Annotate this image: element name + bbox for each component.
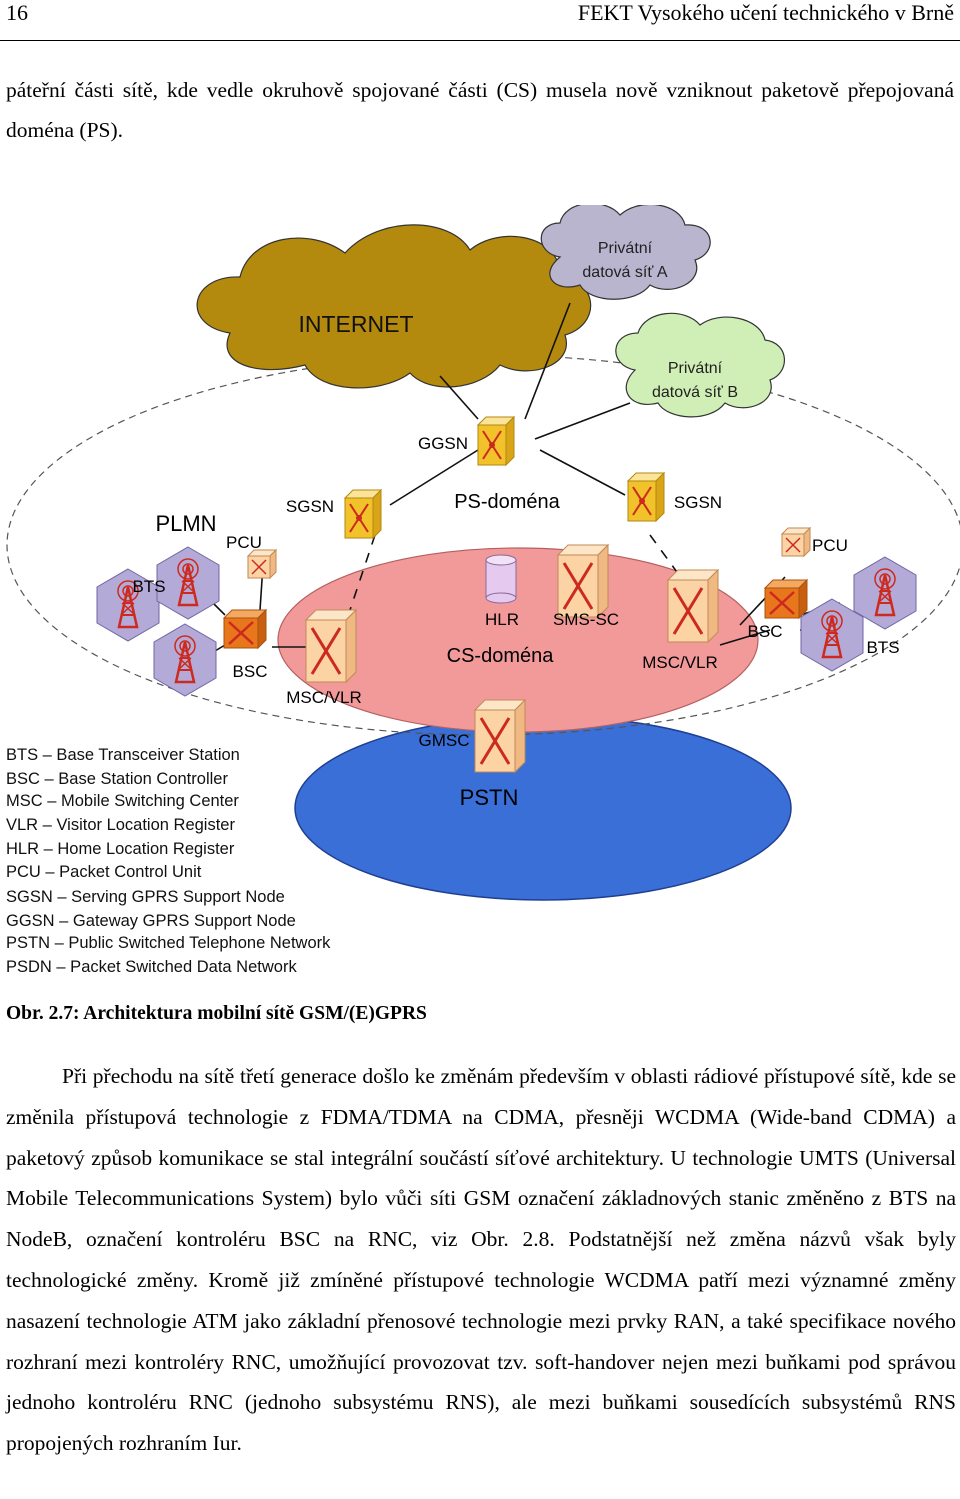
private-b-label-2: datová síť B: [652, 384, 738, 401]
pcu-right-icon: [781, 527, 811, 557]
hlr-label: HLR: [485, 610, 519, 629]
legend-item: BTS – Base Transceiver Station: [6, 746, 240, 764]
bts-left-3-icon: [152, 622, 218, 698]
pstn-ellipse: [294, 715, 792, 901]
sms-sc-switch-icon: [556, 543, 610, 619]
body-paragraph: Při přechodu na sítě třetí generace došl…: [6, 1064, 956, 1456]
private-network-a-cloud: [540, 202, 711, 300]
legend-item: PSDN – Packet Switched Data Network: [6, 958, 297, 976]
private-a-label-2: datová síť A: [582, 264, 667, 281]
pcu-right-label: PCU: [812, 536, 848, 555]
pcu-left-label: PCU: [226, 533, 262, 552]
header-rule: [0, 40, 960, 41]
private-a-label-1: Privátní: [598, 240, 653, 257]
sms-sc-label: SMS-SC: [553, 610, 619, 629]
internet-label: INTERNET: [299, 311, 414, 337]
cs-domain-label: CS-doména: [447, 645, 555, 667]
bts-left-2-icon: [155, 545, 221, 621]
sgsn-right-label: SGSN: [674, 493, 722, 512]
ps-domain-label: PS-doména: [454, 491, 560, 513]
msc-vlr-right-label: MSC/VLR: [642, 653, 718, 672]
bsc-left-icon: [222, 608, 268, 650]
msc-vlr-right-switch-icon: [666, 568, 720, 644]
ggsn-router-icon: [477, 416, 515, 466]
bsc-right-label: BSC: [748, 622, 783, 641]
msc-vlr-left-switch-icon: [304, 608, 358, 684]
intro-paragraph: páteřní části sítě, kde vedle okruhově s…: [6, 78, 954, 142]
legend-item: GGSN – Gateway GPRS Support Node: [6, 912, 296, 930]
network-architecture-figure: INTERNET Privátní datová síť A Privátní …: [0, 202, 960, 990]
abbreviation-legend: BTS – Base Transceiver Station BSC – Bas…: [6, 746, 331, 976]
legend-item: VLR – Visitor Location Register: [6, 816, 235, 834]
sgsn-left-router-icon: [344, 489, 382, 539]
private-network-b-cloud: [615, 312, 785, 418]
bts-right-label: BTS: [866, 638, 899, 657]
page-number: 16: [6, 0, 28, 25]
legend-item: BSC – Base Station Controller: [6, 770, 228, 788]
bsc-right-icon: [763, 578, 809, 620]
legend-item: SGSN – Serving GPRS Support Node: [6, 888, 285, 906]
running-header: FEKT Vysokého učení technického v Brně: [577, 0, 954, 25]
ggsn-label: GGSN: [418, 434, 468, 453]
legend-item: PSTN – Public Switched Telephone Network: [6, 934, 331, 952]
pstn-label: PSTN: [460, 785, 519, 810]
plmn-label: PLMN: [155, 511, 216, 536]
pcu-left-icon: [247, 549, 277, 579]
private-b-label-1: Privátní: [668, 360, 723, 377]
legend-item: PCU – Packet Control Unit: [6, 863, 202, 881]
legend-item: MSC – Mobile Switching Center: [6, 792, 239, 810]
architecture-diagram: INTERNET Privátní datová síť A Privátní …: [6, 202, 960, 976]
bsc-left-label: BSC: [233, 662, 268, 681]
figure-caption: Obr. 2.7: Architektura mobilní sítě GSM/…: [6, 1003, 427, 1024]
sgsn-left-label: SGSN: [286, 497, 334, 516]
sgsn-right-router-icon: [627, 472, 665, 522]
hlr-database-icon: [485, 554, 517, 604]
legend-item: HLR – Home Location Register: [6, 840, 235, 858]
gmsc-label: GMSC: [419, 731, 470, 750]
bts-left-label: BTS: [132, 577, 165, 596]
gmsc-switch-icon: [473, 698, 527, 774]
internet-cloud: [196, 224, 592, 389]
body-text: Při přechodu na sítě třetí generace došl…: [6, 1056, 956, 1464]
msc-vlr-left-label: MSC/VLR: [286, 688, 362, 707]
